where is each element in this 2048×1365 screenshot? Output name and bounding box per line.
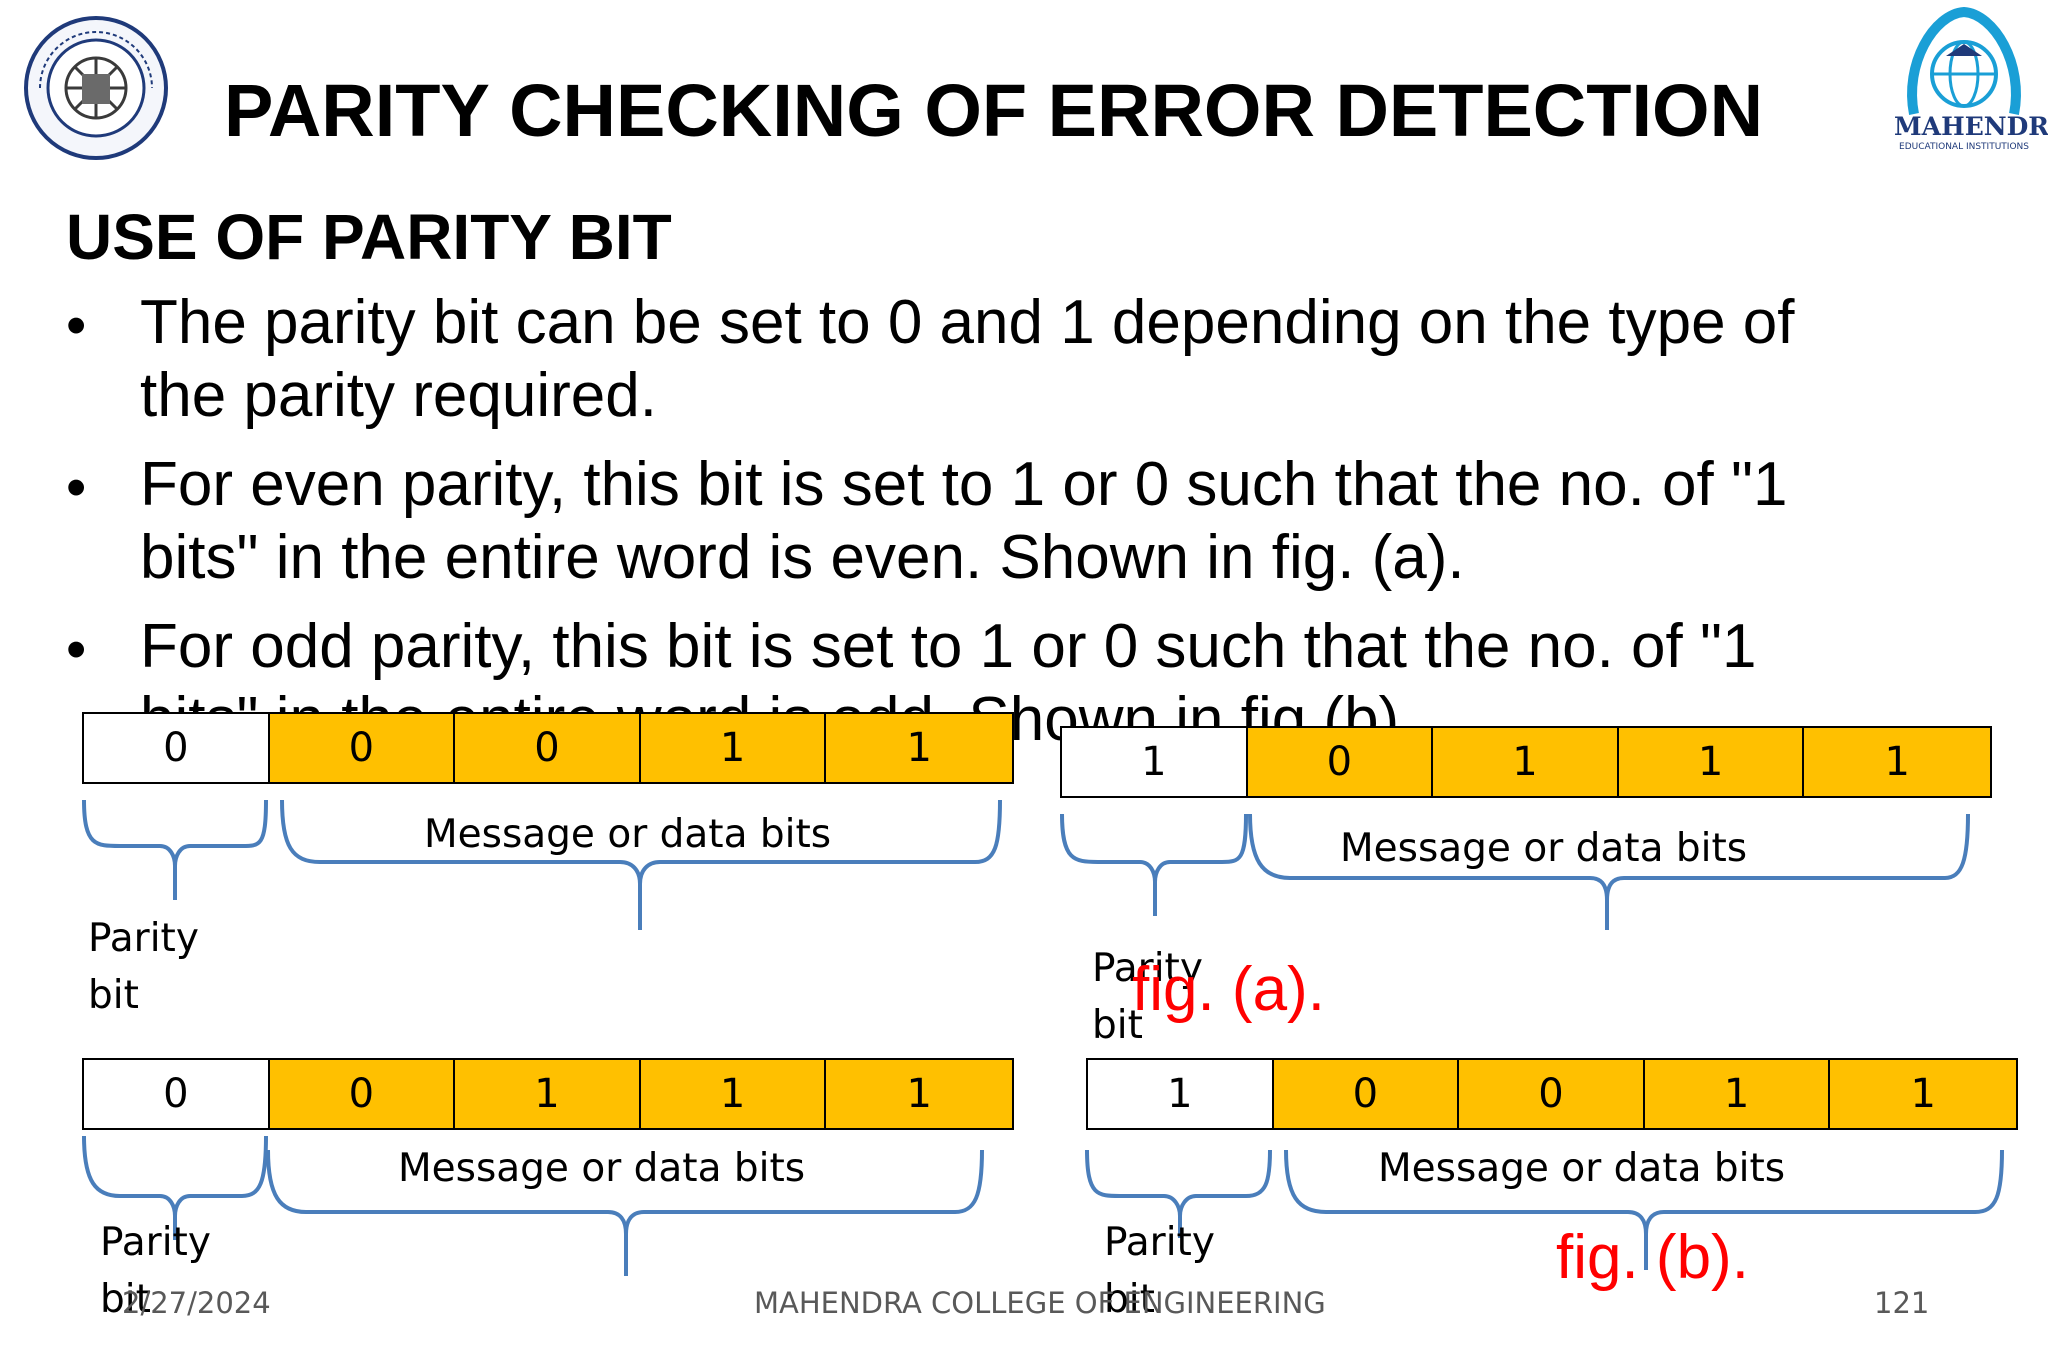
bit-row-b-right: 1 0 0 1 1 (1086, 1058, 2018, 1130)
parity-bit-label: Parity bit (1092, 940, 1203, 1054)
data-bits-label: Message or data bits (424, 812, 832, 857)
bullet-line: For odd parity, this bit is set to 1 or … (140, 612, 1757, 681)
slide-number: 121 (1874, 1286, 1930, 1320)
data-bit-cell: 1 (640, 1060, 827, 1128)
data-bit-cell: 1 (1830, 1060, 2016, 1128)
parity-brace (1085, 1149, 1272, 1238)
data-brace (266, 1149, 984, 1276)
bit-row-a-right: 1 0 1 1 1 (1060, 726, 1992, 798)
footer-date: 2/27/2024 (122, 1286, 271, 1320)
data-bit-cell: 1 (1433, 728, 1619, 796)
slide-title: PARITY CHECKING OF ERROR DETECTION (224, 69, 1764, 152)
section-heading: USE OF PARITY BIT (66, 201, 672, 273)
bullet-marker: • (66, 293, 87, 358)
parity-bit-cell: 0 (84, 714, 270, 782)
parity-bit-label: Parity bit (100, 1214, 211, 1328)
college-logo (12, 14, 180, 162)
parity-bit-label: Parity bit (1104, 1214, 1215, 1328)
bullet-item: For even parity, this bit is set to 1 or… (140, 448, 2040, 594)
bullet-marker: • (66, 617, 87, 682)
data-bit-cell: 1 (826, 1060, 1012, 1128)
bit-row-b-left: 0 0 1 1 1 (82, 1058, 1014, 1130)
parity-label-line: Parity (88, 916, 199, 961)
bullet-line: bits" in the entire word is even. Shown … (140, 523, 1465, 592)
bullet-line: For even parity, this bit is set to 1 or… (140, 450, 1788, 519)
parity-label-line: Parity (1092, 946, 1203, 991)
parity-label-line: bit (1092, 1003, 1143, 1048)
footer-institution: MAHENDRA COLLEGE OF ENGINEERING (754, 1286, 1326, 1320)
bullet-line: the parity required. (140, 361, 657, 430)
parity-label-line: bit (100, 1277, 151, 1322)
parity-bit-cell: 1 (1062, 728, 1248, 796)
data-bit-cell: 0 (1273, 1060, 1460, 1128)
data-bit-cell: 1 (826, 714, 1012, 782)
bit-row-a-left: 0 0 0 1 1 (82, 712, 1014, 784)
parity-label-line: bit (1104, 1277, 1155, 1322)
bullet-item: The parity bit can be set to 0 and 1 dep… (140, 286, 2040, 432)
parity-label-line: bit (88, 973, 139, 1018)
data-bit-cell: 0 (455, 714, 641, 782)
figure-caption-a: fig. (a). (1132, 955, 1325, 1024)
parity-label-line: Parity (100, 1220, 211, 1265)
parity-bit-label: Parity bit (88, 910, 199, 1024)
data-bit-cell: 0 (269, 1060, 456, 1128)
data-bit-cell: 1 (1644, 1060, 1831, 1128)
data-bits-label: Message or data bits (1378, 1146, 1786, 1191)
data-brace (1284, 1149, 2004, 1270)
parity-brace (82, 799, 268, 900)
parity-brace (1060, 813, 1248, 916)
data-bit-cell: 1 (1618, 728, 1805, 796)
data-brace (1248, 813, 1970, 930)
parity-bit-cell: 0 (84, 1060, 270, 1128)
data-bits-label: Message or data bits (398, 1146, 806, 1191)
bullet-marker: • (66, 455, 87, 520)
data-bit-cell: 1 (640, 714, 827, 782)
mahendra-logo-subtext: EDUCATIONAL INSTITUTIONS (1899, 142, 2029, 152)
data-bit-cell: 0 (1459, 1060, 1645, 1128)
mahendra-logo-text: MAHENDRA (1894, 112, 2048, 141)
data-bit-cell: 1 (455, 1060, 641, 1128)
data-bit-cell: 0 (1247, 728, 1434, 796)
mahendra-logo (1894, 4, 2034, 164)
parity-label-line: Parity (1104, 1220, 1215, 1265)
data-brace (280, 799, 1002, 930)
data-bit-cell: 0 (269, 714, 456, 782)
figure-caption-b: fig. (b). (1556, 1223, 1749, 1292)
bullet-line: The parity bit can be set to 0 and 1 dep… (140, 288, 1795, 357)
parity-bit-cell: 1 (1088, 1060, 1274, 1128)
data-bit-cell: 1 (1804, 728, 1990, 796)
parity-brace (82, 1135, 268, 1240)
data-bits-label: Message or data bits (1340, 826, 1748, 871)
